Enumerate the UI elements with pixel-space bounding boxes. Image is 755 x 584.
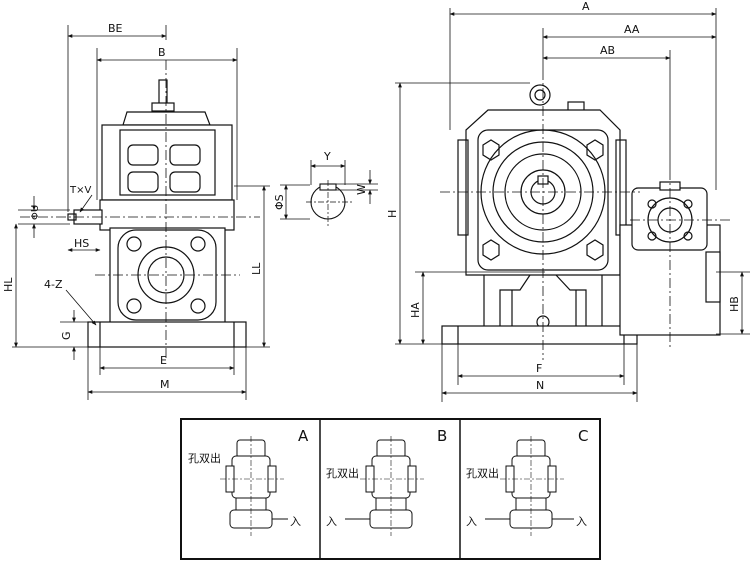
label-a: A	[582, 0, 590, 13]
panel-c-input-right: 入	[576, 515, 587, 528]
base-plate	[87, 321, 247, 348]
panel-a-letter: A	[298, 427, 309, 445]
panel-c: C 孔双出 入 入	[466, 427, 588, 536]
panel-c-input-left: 入	[466, 515, 477, 528]
top-cover	[122, 111, 211, 126]
side-base	[441, 325, 638, 345]
panel-b-input-left: 入	[326, 515, 337, 528]
shaft-detail	[280, 160, 378, 228]
side-view-dimensions	[395, 8, 750, 402]
panel-a: A 孔双出 入	[188, 427, 309, 536]
label-txv: T×V	[69, 185, 91, 196]
label-ll: LL	[250, 262, 263, 275]
label-w: W	[355, 184, 368, 195]
label-hs: HS	[74, 237, 89, 250]
assembly-panels: A 孔双出 入 B 孔双出 入	[180, 418, 601, 560]
label-g: G	[60, 331, 73, 340]
label-n: N	[536, 379, 544, 392]
label-hb: HB	[728, 296, 741, 312]
panel-b: B 孔双出 入	[326, 427, 447, 536]
label-f: F	[536, 362, 542, 375]
panel-a-input-right: 入	[290, 515, 301, 528]
label-ab: AB	[600, 44, 615, 57]
label-aa: AA	[624, 23, 640, 36]
front-view-dimensions	[12, 25, 270, 400]
label-m: M	[160, 378, 170, 391]
label-y: Y	[323, 150, 331, 163]
panel-b-output-text: 孔双出	[326, 466, 359, 480]
lifting-eye	[529, 84, 551, 106]
panel-c-letter: C	[578, 427, 588, 445]
panel-a-output-text: 孔双出	[188, 451, 221, 465]
label-e: E	[160, 354, 167, 367]
label-phi-u: ΦU	[30, 205, 41, 220]
middle-housing	[99, 199, 235, 231]
label-4z: 4-Z	[44, 278, 63, 291]
panel-c-output-text: 孔双出	[466, 466, 499, 480]
side-view	[440, 70, 730, 360]
panel-b-letter: B	[437, 427, 447, 445]
label-hl: HL	[2, 277, 15, 292]
input-flange	[631, 187, 708, 251]
label-b: B	[158, 46, 166, 59]
label-be: BE	[108, 22, 123, 35]
label-ha: HA	[409, 302, 422, 318]
front-view	[20, 60, 260, 360]
label-phi-s: ΦS	[273, 194, 286, 210]
label-h: H	[386, 210, 399, 218]
